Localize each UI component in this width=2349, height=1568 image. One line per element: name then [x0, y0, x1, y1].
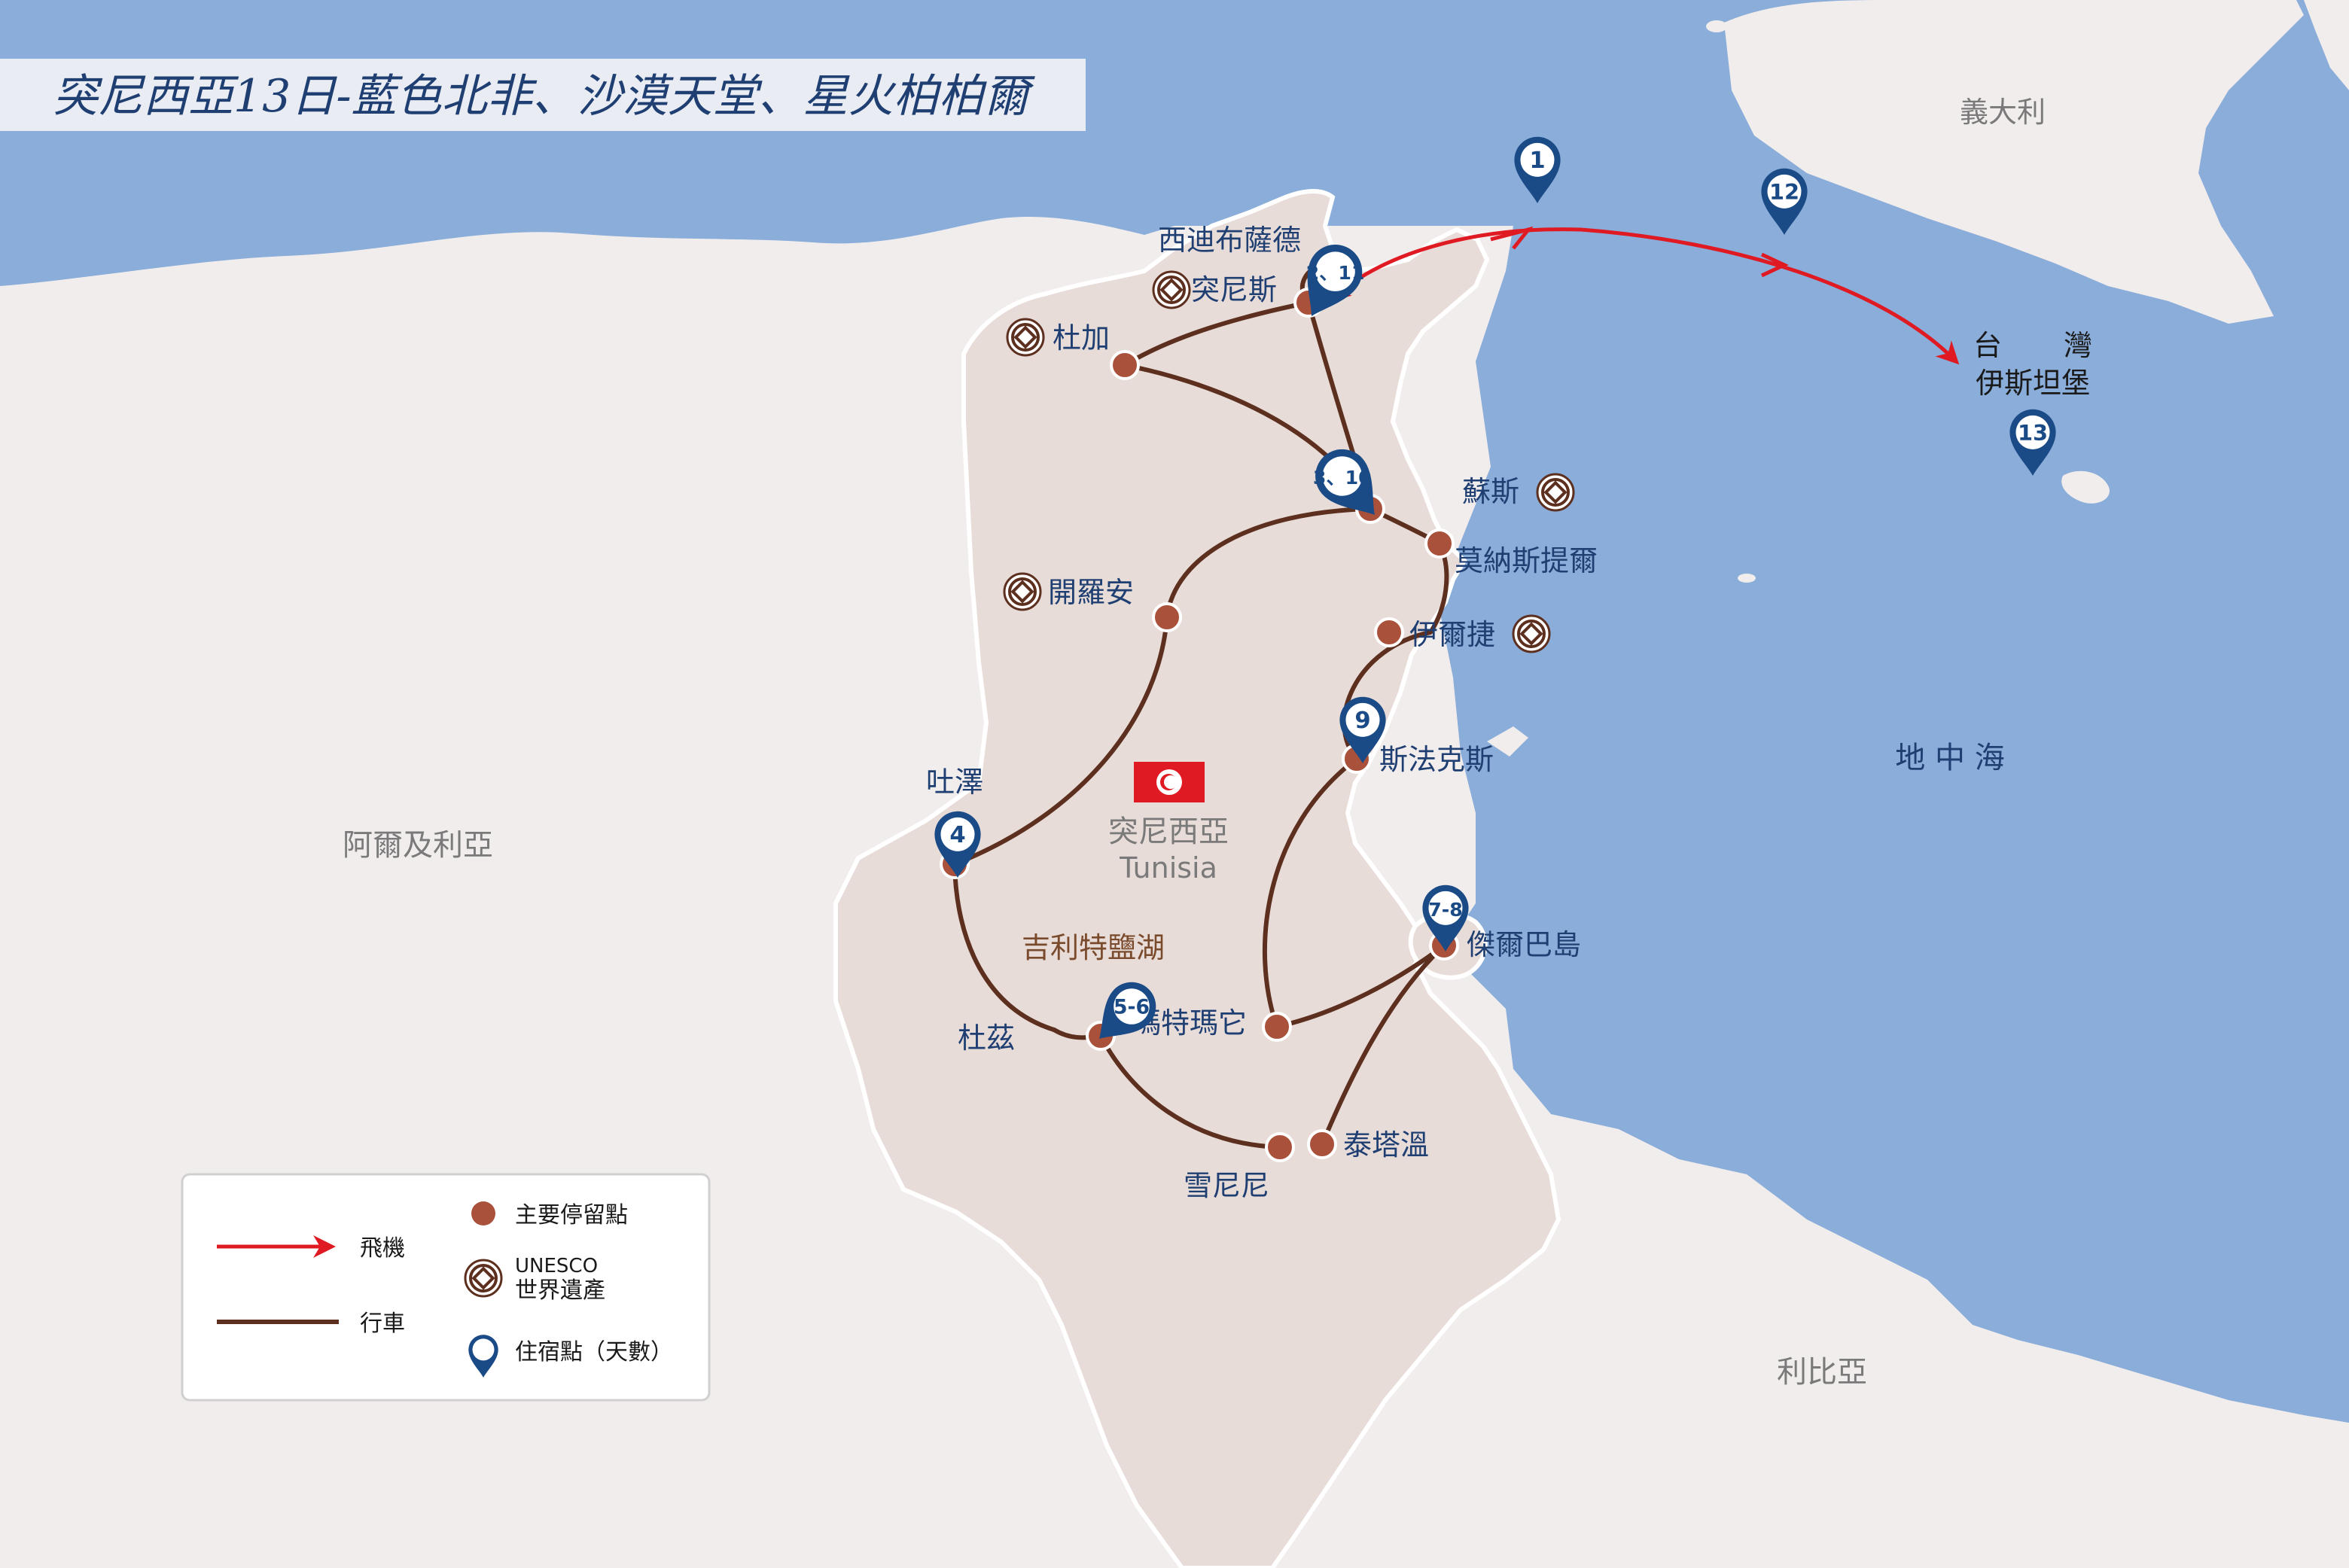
legend-stop-label: 主要停留點: [515, 1202, 628, 1229]
tunisia-land: [833, 189, 1561, 1568]
stop-matmata: [1262, 1012, 1292, 1042]
label-tunis: 突尼斯: [1191, 273, 1277, 306]
legend-stop-dot: [471, 1201, 495, 1225]
unesco-icon: [1003, 572, 1042, 611]
svg-text:5-6: 5-6: [1114, 996, 1150, 1019]
region-mediterranean: 地 中 海: [1895, 741, 2004, 775]
region-libya: 利比亞: [1777, 1355, 1867, 1390]
country-label-cn: 突尼西亞: [1108, 814, 1229, 849]
svg-text:12: 12: [1769, 179, 1799, 205]
legend-unesco-icon: [464, 1259, 503, 1298]
label-douz: 杜茲: [958, 1021, 1015, 1055]
tunisia-flag: [1134, 762, 1205, 802]
label-sidi-bou-said: 西迪布薩德: [1158, 224, 1301, 257]
unesco-icon: [1512, 614, 1551, 653]
stop-tataouine: [1307, 1129, 1337, 1159]
region-italy: 義大利: [1960, 96, 2046, 129]
lodging-pin-sousse: 3、10: [1304, 438, 1396, 532]
legend-lodging-label: 住宿點（天數）: [515, 1339, 673, 1366]
lodging-pin-djerba: 7-8: [1422, 884, 1469, 951]
flight-routes: [1327, 226, 1960, 365]
sicily-land: [1724, 0, 2304, 324]
svg-text:7-8: 7-8: [1428, 899, 1463, 921]
label-djerba: 傑爾巴島: [1467, 928, 1581, 961]
label-sfax: 斯法克斯: [1379, 743, 1494, 776]
label-tataouine: 泰塔溫: [1343, 1128, 1429, 1162]
unesco-icon: [1536, 473, 1575, 512]
label-el-jem: 伊爾捷: [1409, 618, 1495, 651]
svg-text:1: 1: [1529, 148, 1545, 174]
legend: 飛機 行車 主要停留點 UNESCO 世界遺產 住宿點（天數）: [181, 1173, 711, 1402]
title-box: [0, 59, 1086, 131]
lodging-pin-tozeur: 4: [934, 811, 981, 878]
label-monastir: 莫納斯提爾: [1455, 544, 1598, 577]
svg-text:3、10: 3、10: [1313, 467, 1372, 489]
svg-text:4: 4: [949, 822, 965, 848]
kerkennah-islands: [1487, 726, 1528, 757]
label-kairouan: 開羅安: [1048, 576, 1134, 609]
unesco-icon: [1006, 318, 1045, 357]
svg-text:13: 13: [2018, 420, 2048, 446]
lodging-pin-day1: 1: [1514, 136, 1561, 203]
lodging-pin-day13: 13: [2009, 409, 2056, 476]
legend-drive-label: 行車: [360, 1311, 405, 1337]
lodging-pin-sfax: 9: [1339, 696, 1386, 763]
region-taiwan-2: 灣: [2064, 329, 2092, 362]
unesco-icon: [1152, 270, 1191, 309]
country-label-en: Tunisia: [1119, 851, 1217, 884]
page-title: 突尼西亞13日-藍色北非、沙漠天堂、星火柏柏爾: [53, 70, 1036, 123]
lodging-pin-douz: 5-6: [1082, 972, 1166, 1056]
stop-chenini: [1265, 1132, 1295, 1162]
region-taiwan-1: 台: [1973, 329, 2002, 362]
label-tozeur: 吐澤: [926, 766, 983, 799]
malta-island: [2061, 470, 2110, 504]
lodging-pin-tunis: 2、11: [1287, 235, 1372, 329]
stop-monastir: [1424, 528, 1455, 559]
lake-label: 吉利特鹽湖: [1022, 931, 1165, 964]
islet: [1706, 20, 1727, 32]
legend-unesco-label-1: UNESCO: [515, 1255, 598, 1277]
stop-el-jem: [1374, 617, 1404, 647]
svg-text:2、11: 2、11: [1306, 262, 1365, 284]
italy-mainland: [2304, 0, 2349, 90]
lodging-pin-day12: 12: [1761, 168, 1808, 235]
label-sousse: 蘇斯: [1462, 475, 1519, 508]
legend-flight-label: 飛機: [360, 1235, 405, 1262]
stop-dougga: [1110, 350, 1140, 380]
stop-kairouan: [1152, 602, 1182, 632]
legend-unesco-label-2: 世界遺產: [515, 1277, 605, 1304]
svg-text:9: 9: [1354, 708, 1370, 734]
islet: [1738, 574, 1756, 583]
region-istanbul: 伊斯坦堡: [1976, 367, 2090, 400]
label-chenini: 雪尼尼: [1184, 1169, 1269, 1202]
region-algeria: 阿爾及利亞: [343, 828, 493, 863]
label-dougga: 杜加: [1053, 321, 1110, 355]
